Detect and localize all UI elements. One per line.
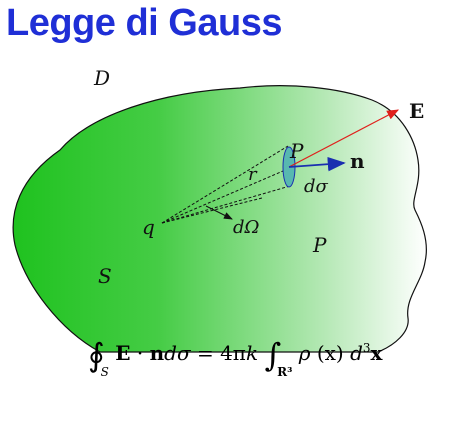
field-arrow-E bbox=[288, 109, 400, 168]
label-area-element: dσ bbox=[304, 176, 329, 197]
formula-contour-integral: ∮ bbox=[88, 336, 105, 374]
formula-cube: 3 bbox=[362, 341, 371, 355]
formula-dsigma: dσ bbox=[164, 341, 191, 365]
label-surface-S: S bbox=[98, 264, 112, 288]
label-charge-q: q bbox=[142, 215, 155, 239]
label-field-E: E bbox=[409, 99, 424, 123]
gauss-law-formula: ∮S E · ndσ = 4πk ∫R³ ρ (x) d3x bbox=[88, 336, 382, 379]
solid-angle-arrow bbox=[205, 205, 233, 220]
label-radius-r: r bbox=[248, 164, 258, 185]
formula-r3-subscript: R³ bbox=[277, 365, 293, 379]
formula-equals-4pi: = 4π bbox=[190, 341, 246, 365]
label-normal-n: n bbox=[350, 149, 365, 173]
formula-n: n bbox=[149, 341, 165, 365]
label-region-D: D bbox=[93, 66, 110, 90]
solid-angle-cone bbox=[161, 145, 291, 224]
formula-paren-x: (x) bbox=[316, 341, 344, 365]
label-point-inside-P: P bbox=[312, 233, 327, 257]
label-solid-angle: dΩ bbox=[233, 217, 260, 238]
formula-surface-subscript: S bbox=[100, 365, 109, 379]
region-D bbox=[12, 85, 427, 353]
formula-rho: ρ bbox=[292, 341, 317, 365]
formula-integral: ∫ bbox=[264, 336, 282, 374]
formula-dot: · bbox=[130, 341, 150, 365]
formula-d: d bbox=[343, 341, 363, 365]
page-title: Legge di Gauss bbox=[6, 2, 282, 44]
normal-arrow-n bbox=[288, 156, 346, 172]
label-point-surface-P: P bbox=[289, 139, 304, 163]
formula-x: x bbox=[370, 341, 383, 365]
formula-k: k bbox=[245, 341, 259, 365]
formula-E: E bbox=[115, 341, 131, 365]
